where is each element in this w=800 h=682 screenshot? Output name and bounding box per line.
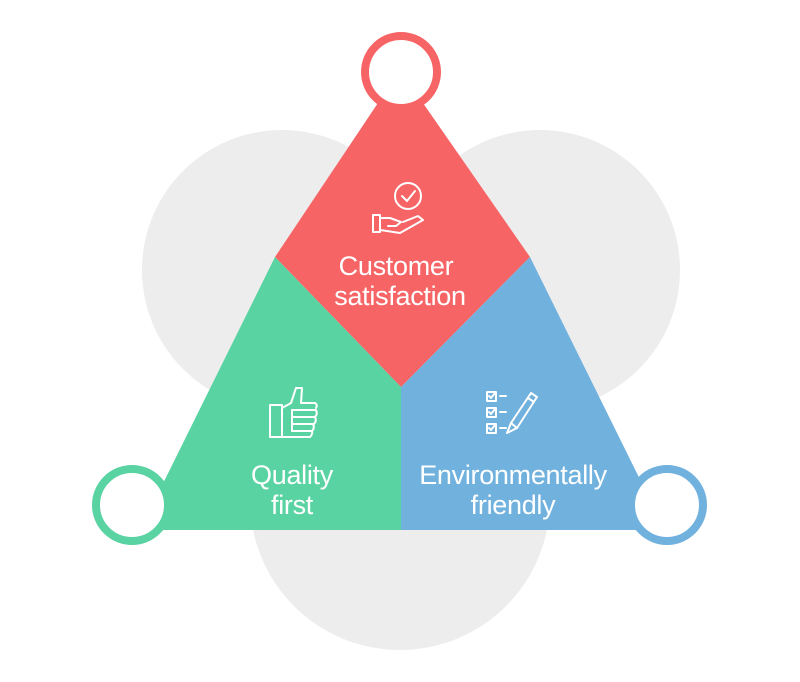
segment-right-label-line2: friendly <box>471 490 556 520</box>
segment-top-label-line1: Customer <box>339 251 454 281</box>
corner-ring-right <box>627 465 707 545</box>
segment-top <box>275 70 530 387</box>
segment-left-label-line2: first <box>271 490 314 520</box>
hand-check-icon <box>372 182 424 234</box>
segment-left-label-line1: Quality <box>251 460 334 490</box>
corner-ring-top <box>361 32 441 112</box>
segment-right-label-line1: Environmentally <box>419 460 607 490</box>
segment-top-label-line2: satisfaction <box>334 281 465 311</box>
corner-ring-left <box>92 465 172 545</box>
checklist-pencil-icon <box>486 391 538 434</box>
segment-left <box>140 257 401 530</box>
thumbs-up-icon <box>269 387 318 438</box>
